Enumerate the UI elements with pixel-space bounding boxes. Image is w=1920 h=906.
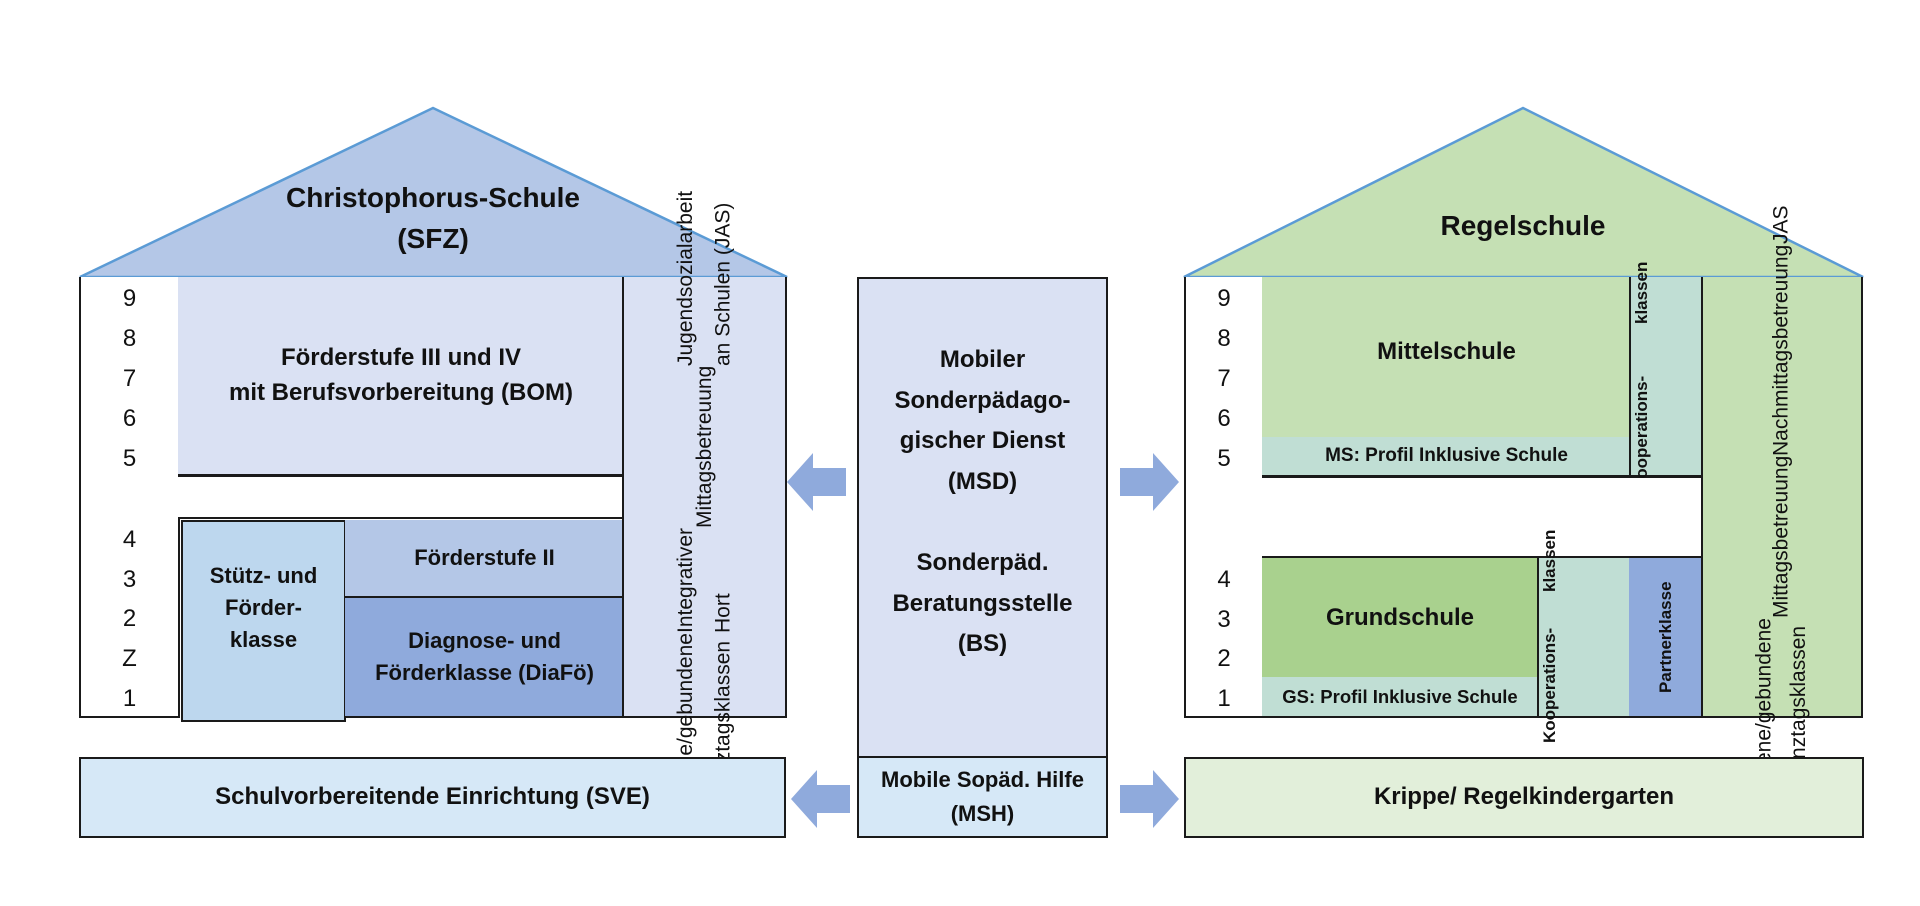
grade-label: 5 [122,445,137,472]
left-gap [178,477,624,519]
partnerklasse-label: Partnerklasse [1656,581,1675,693]
grade-label: 1 [122,685,137,712]
koop-upper-line2: klassen [1632,261,1651,324]
sve-label: Schulvorbereitende Einrichtung (SVE) [215,783,650,811]
diafoe-line1: Diagnose- und [408,628,561,654]
grade-label: 7 [122,365,137,392]
foerderstufe-3-4-line2: mit Berufsvorbereitung (BOM) [228,378,573,406]
msh-line1: Mobile Sopäd. Hilfe [881,766,1084,792]
foerderstufe-3-4-line1: Förderstufe III und IV [280,343,521,371]
side-item: JAS [1769,205,1793,245]
stuetz-line2: Förder- [225,595,302,621]
msd-line4: (MSD) [947,468,1018,496]
right-house-title-text: Regelschule [1440,210,1606,241]
diafoe-line2: Förderklasse (DiaFö) [375,660,594,685]
msd-line2: Sonderpädago- [894,386,1071,414]
grade-label: 2 [122,605,137,632]
arrow-left-upper-icon [787,453,846,511]
partnerklasse-block: Partnerklasse [1629,558,1703,718]
bs-line2: Beratungsstelle [892,589,1073,617]
right-gap [1262,478,1703,558]
koop-upper-line1: Kooperations- [1632,375,1651,491]
msd-bs-block: Mobiler Sonderpädago- gischer Dienst (MS… [857,277,1108,758]
foerderstufe-2-label: Förderstufe II [414,545,555,571]
grundschule-label: Grundschule [1325,603,1475,631]
grundschule-block: Grundschule [1262,558,1538,677]
grade-label: 1 [1217,685,1231,712]
stuetz-line3: klasse [229,626,298,652]
grade-label: 3 [122,566,137,593]
left-house-title-line2: (SFZ) [397,222,469,254]
side-item: Mittagsbetreuung [1769,455,1793,619]
krippe-block: Krippe/ Regelkindergarten [1184,757,1864,838]
left-side-column: offene/gebundene Ganztagsklassen Integra… [622,191,787,802]
koop-upper-block: Kooperations- klassen [1629,261,1705,491]
koop-lower-block: Kooperations- klassen [1537,529,1631,743]
mittelschule-label: Mittelschule [1377,338,1516,365]
grade-label: 2 [1217,645,1231,672]
grade-label: 3 [1217,606,1231,633]
msh-line2: (MSH) [950,801,1015,826]
left-house-title: Christophorus-Schule (SFZ) [230,178,636,259]
grade-label: 8 [1217,325,1231,352]
gs-profile-label: GS: Profil Inklusive Schule [1282,685,1518,707]
msd-line3: gischer Dienst [899,427,1066,455]
grade-label: 6 [122,405,137,432]
grade-label: 4 [122,526,137,553]
ms-profile-band: MS: Profil Inklusive Schule [1262,437,1631,478]
foerderstufe-3-4-block: Förderstufe III und IV mit Berufsvorbere… [178,277,624,477]
arrow-right-upper-icon [1120,453,1179,511]
left-house-title-line1: Christophorus-Schule [285,182,580,213]
grade-label: Z [122,645,137,672]
arrow-right-lower-icon [1120,770,1179,828]
side-item: Nachmittagsbetreuung [1769,244,1793,456]
grade-label: 5 [1217,445,1231,472]
stuetz-line1: Stütz- und [209,563,318,589]
ms-profile-label: MS: Profil Inklusive Schule [1325,445,1568,466]
msh-block: Mobile Sopäd. Hilfe (MSH) [857,756,1108,838]
koop-lower-line1: Kooperations- [1540,627,1559,743]
right-house-title: Regelschule [1373,206,1673,247]
grade-label: 4 [1217,566,1231,593]
diafoe-block: Diagnose- und Förderklasse (DiaFö) [345,598,624,718]
msd-line1: Mobiler [939,345,1026,373]
grade-label: 9 [1217,285,1231,312]
mittelschule-block: Mittelschule [1262,277,1631,437]
foerderstufe-2-block: Förderstufe II [345,520,624,598]
grade-label: 6 [1217,405,1231,432]
grade-label: 9 [122,285,137,312]
bs-line1: Sonderpäd. [916,548,1049,576]
right-grade-column: 9 8 7 6 5 4 3 2 1 [1184,277,1264,718]
krippe-label: Krippe/ Regelkindergarten [1373,783,1675,811]
arrow-left-lower-icon [791,770,850,828]
bs-line3: (BS) [957,630,1008,658]
grade-label: 8 [122,325,137,352]
right-side-column: offene/gebundene Ganztagsklassen Mittags… [1701,206,1863,787]
gs-profile-band: GS: Profil Inklusive Schule [1262,677,1538,718]
koop-lower-line2: klassen [1540,529,1559,592]
sve-block: Schulvorbereitende Einrichtung (SVE) [79,757,786,838]
grade-label: 7 [1217,365,1231,392]
